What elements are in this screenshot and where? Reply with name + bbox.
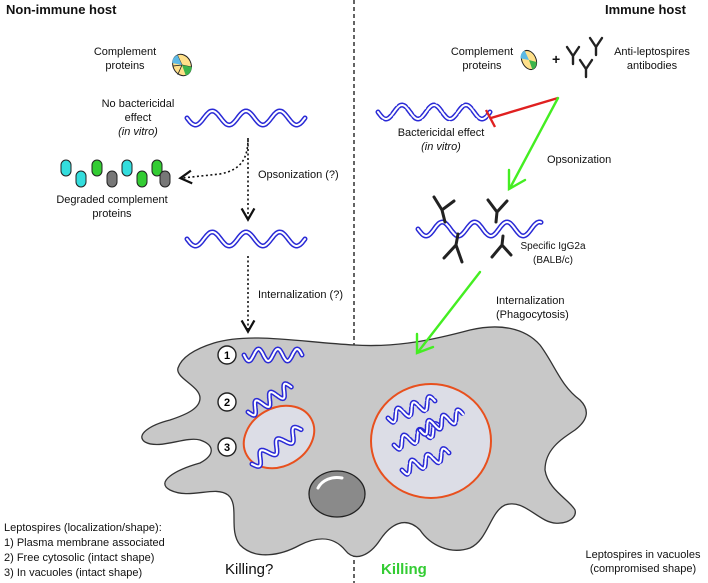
spirochete-opsonized-left: [184, 229, 308, 249]
right-heading: Immune host: [605, 2, 686, 17]
spirochete-igg-bound: [415, 219, 544, 239]
left-complement-label: Complement proteins: [93, 46, 157, 72]
complement-protein-icon: [172, 53, 192, 77]
no-bactericidal-text: No bactericidal effect: [101, 98, 175, 124]
opsonization-arrow-left: [178, 137, 249, 185]
left-heading: Non-immune host: [6, 2, 117, 17]
svg-text:2: 2: [224, 397, 230, 409]
right-opsonization-label: Opsonization: [547, 154, 612, 166]
legend-item-2: 2) Free cytosolic (intact shape): [4, 552, 155, 564]
marker-3: 3: [217, 437, 237, 457]
marker-2: 2: [217, 392, 237, 412]
right-internalization-label: Internalization (Phagocytosis): [496, 295, 569, 321]
bactericidal-invitro: (in vitro): [421, 141, 461, 153]
spirochete-cytosolic: [245, 381, 294, 418]
vacuole-note: Leptospires in vacuoles (compromised sha…: [585, 549, 701, 575]
antibodies-label: Anti-leptospires antibodies: [614, 46, 690, 72]
inhibition-line: [484, 96, 559, 128]
legend-item-1: 1) Plasma membrane associated: [4, 537, 165, 549]
macrophage-cell: [141, 326, 587, 558]
degraded-proteins-label: Degraded complement proteins: [56, 194, 168, 220]
nucleus-highlight: [316, 476, 344, 490]
bactericidal-label: Bactericidal effect (in vitro): [381, 126, 501, 154]
antibody-icon: [565, 36, 604, 79]
opsonization-arrow-right: [507, 96, 560, 192]
bactericidal-text: Bactericidal effect: [397, 127, 485, 139]
outcome-left: Killing?: [225, 561, 274, 578]
legend-item-3: 3) In vacuoles (intact shape): [4, 567, 143, 579]
svg-text:3: 3: [224, 442, 230, 454]
spirochete-vacuole-right-2: [391, 421, 444, 452]
left-internalization-label: Internalization (?): [258, 289, 343, 301]
bound-antibodies: [432, 195, 513, 264]
vacuole-right: [370, 383, 492, 499]
spirochete-membrane: [241, 346, 305, 364]
spirochete-vacuole-left: [249, 424, 304, 469]
legend-title: Leptospires (localization/shape):: [4, 522, 162, 534]
spirochete-vacuole-right-1: [385, 394, 438, 425]
spirochete-vacuole-right-3: [399, 446, 452, 477]
marker-1: 1: [217, 345, 237, 365]
degraded-complement-proteins: [60, 159, 171, 188]
complement-protein-icon: [520, 49, 538, 71]
internalization-arrow-right: [415, 270, 482, 355]
spirochete-damaged-top: [375, 102, 493, 122]
left-opsonization-label: Opsonization (?): [258, 169, 339, 181]
no-bactericidal-invitro: (in vitro): [118, 126, 158, 138]
igg-label: Specific IgG2a (BALB/c): [520, 241, 586, 266]
spirochete-top-left: [184, 108, 308, 128]
spirochete-vacuole-right-4: [417, 407, 466, 437]
outcome-right: Killing: [381, 561, 427, 578]
right-complement-label: Complement proteins: [450, 46, 514, 72]
svg-text:1: 1: [224, 350, 230, 362]
plus-sign: +: [552, 51, 561, 67]
no-bactericidal-label: No bactericidal effect (in vitro): [88, 97, 188, 139]
